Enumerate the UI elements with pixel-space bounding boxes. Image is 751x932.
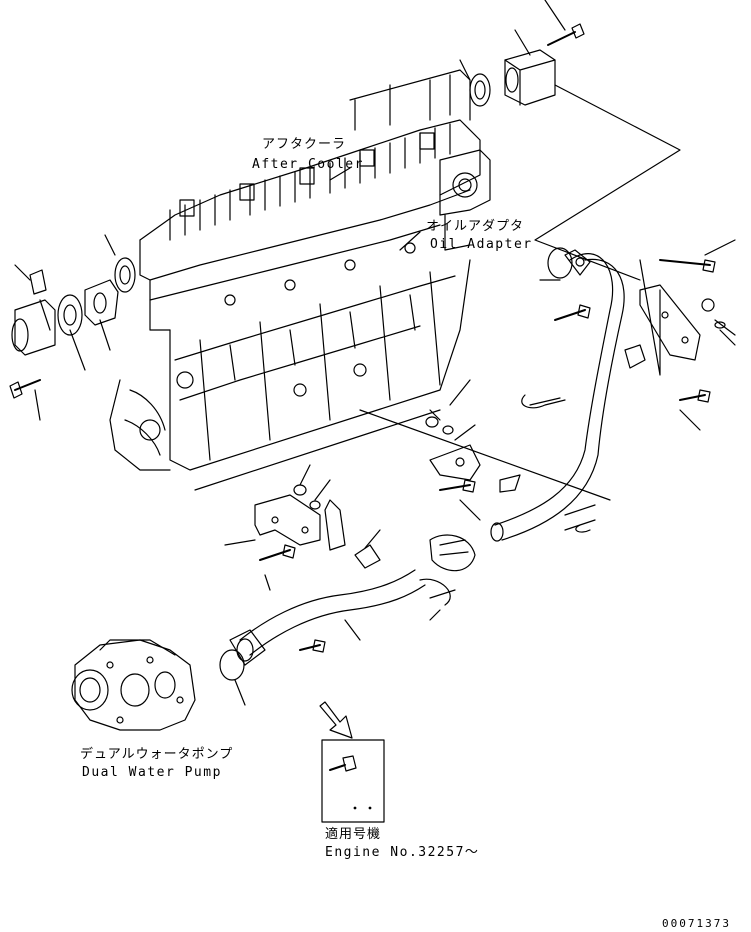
oil-adapter bbox=[439, 149, 491, 251]
detail-inset-box bbox=[321, 739, 385, 823]
detail-arrow bbox=[319, 701, 353, 739]
applicable-serial-label-jp: 適用号機 bbox=[325, 827, 382, 842]
after-cooler-label-en: After Cooler bbox=[252, 157, 364, 172]
water-pipe-upper bbox=[490, 247, 625, 542]
right-bracket bbox=[624, 239, 736, 431]
engine-block bbox=[109, 69, 491, 471]
dual-water-pump-label-en: Dual Water Pump bbox=[82, 765, 222, 780]
left-flange-parts bbox=[9, 234, 136, 421]
middle-clamps bbox=[359, 304, 611, 533]
lower-bracket bbox=[194, 409, 441, 591]
dual-water-pump bbox=[71, 639, 196, 731]
outlet-housing bbox=[459, 0, 681, 281]
oil-adapter-label-jp: オイルアダプタ bbox=[426, 219, 525, 234]
dual-water-pump-label-jp: デュアルウォータポンプ bbox=[80, 747, 234, 762]
water-pipe-lower bbox=[219, 534, 476, 706]
drawing-code: 00071373 bbox=[662, 917, 731, 930]
after-cooler-fins bbox=[169, 69, 471, 241]
engine-no-label: Engine No.32257～ bbox=[325, 845, 480, 860]
oil-adapter-label-en: Oil Adapter bbox=[430, 237, 533, 252]
after-cooler-label-jp: アフタクーラ bbox=[262, 137, 347, 152]
